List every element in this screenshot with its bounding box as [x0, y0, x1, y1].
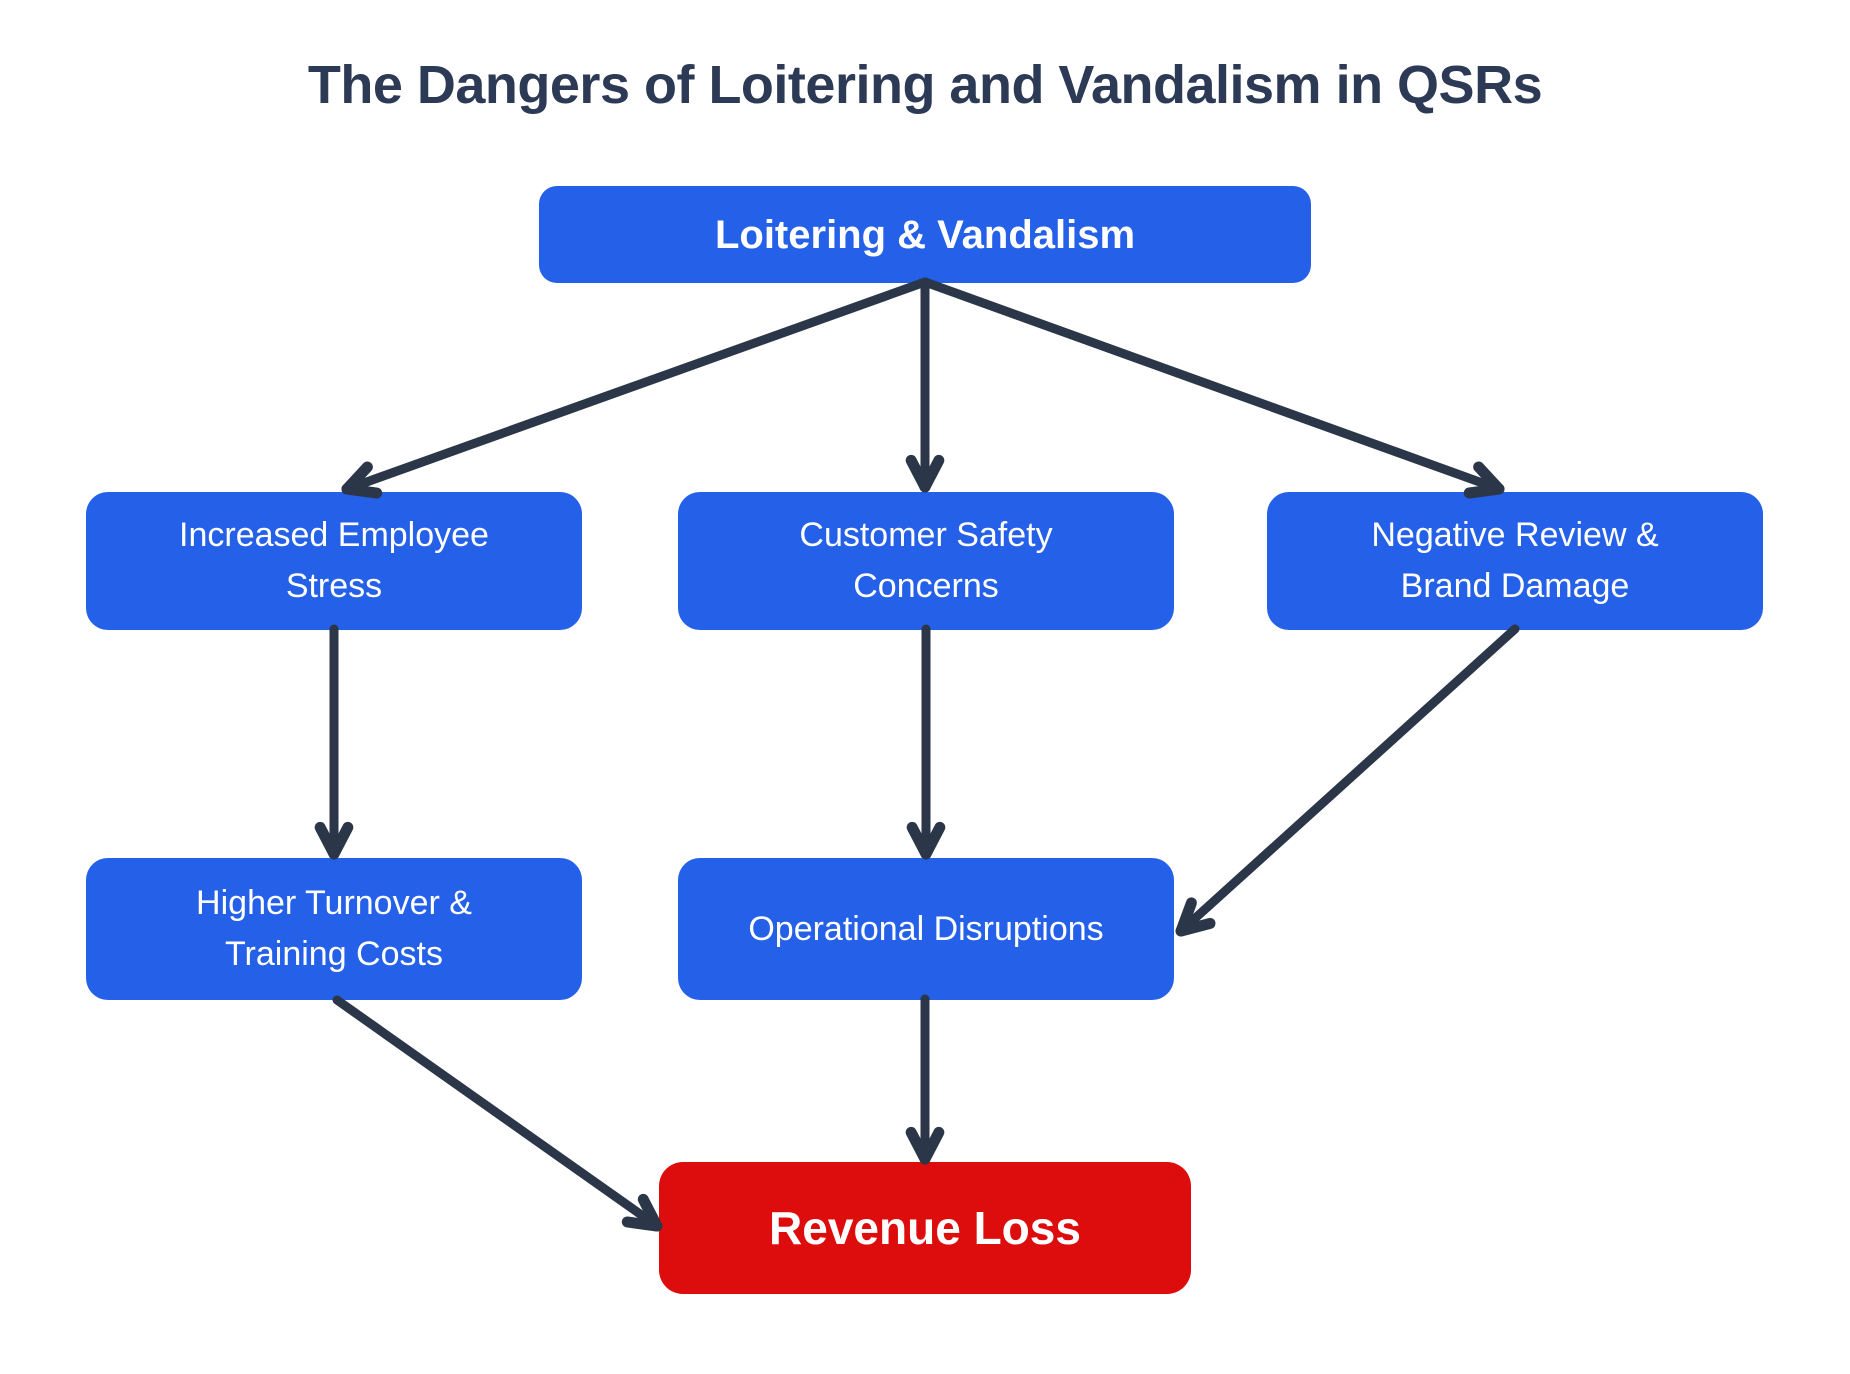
page-title: The Dangers of Loitering and Vandalism i… — [307, 55, 1543, 115]
node-higher-turnover-training-costs: Higher Turnover & Training Costs — [86, 858, 582, 1000]
node-label: Revenue Loss — [769, 1201, 1081, 1254]
node-negative-review-brand-damage: Negative Review & Brand Damage — [1267, 492, 1763, 630]
node-operational-disruptions: Operational Disruptions — [678, 858, 1174, 1000]
node-customer-safety-concerns: Customer Safety Concerns — [678, 492, 1174, 630]
node-label: Negative Review & Brand Damage — [1371, 516, 1659, 605]
node-label: Higher Turnover & Training Costs — [196, 884, 472, 973]
node-revenue-loss: Revenue Loss — [659, 1162, 1191, 1294]
node-label: Increased Employee Stress — [179, 516, 489, 605]
node-label: Operational Disruptions — [748, 909, 1104, 948]
node-label: Loitering & Vandalism — [714, 212, 1136, 257]
node-loitering-vandalism: Loitering & Vandalism — [539, 186, 1311, 283]
node-increased-employee-stress: Increased Employee Stress — [86, 492, 582, 630]
node-label: Customer Safety Concerns — [799, 516, 1053, 605]
